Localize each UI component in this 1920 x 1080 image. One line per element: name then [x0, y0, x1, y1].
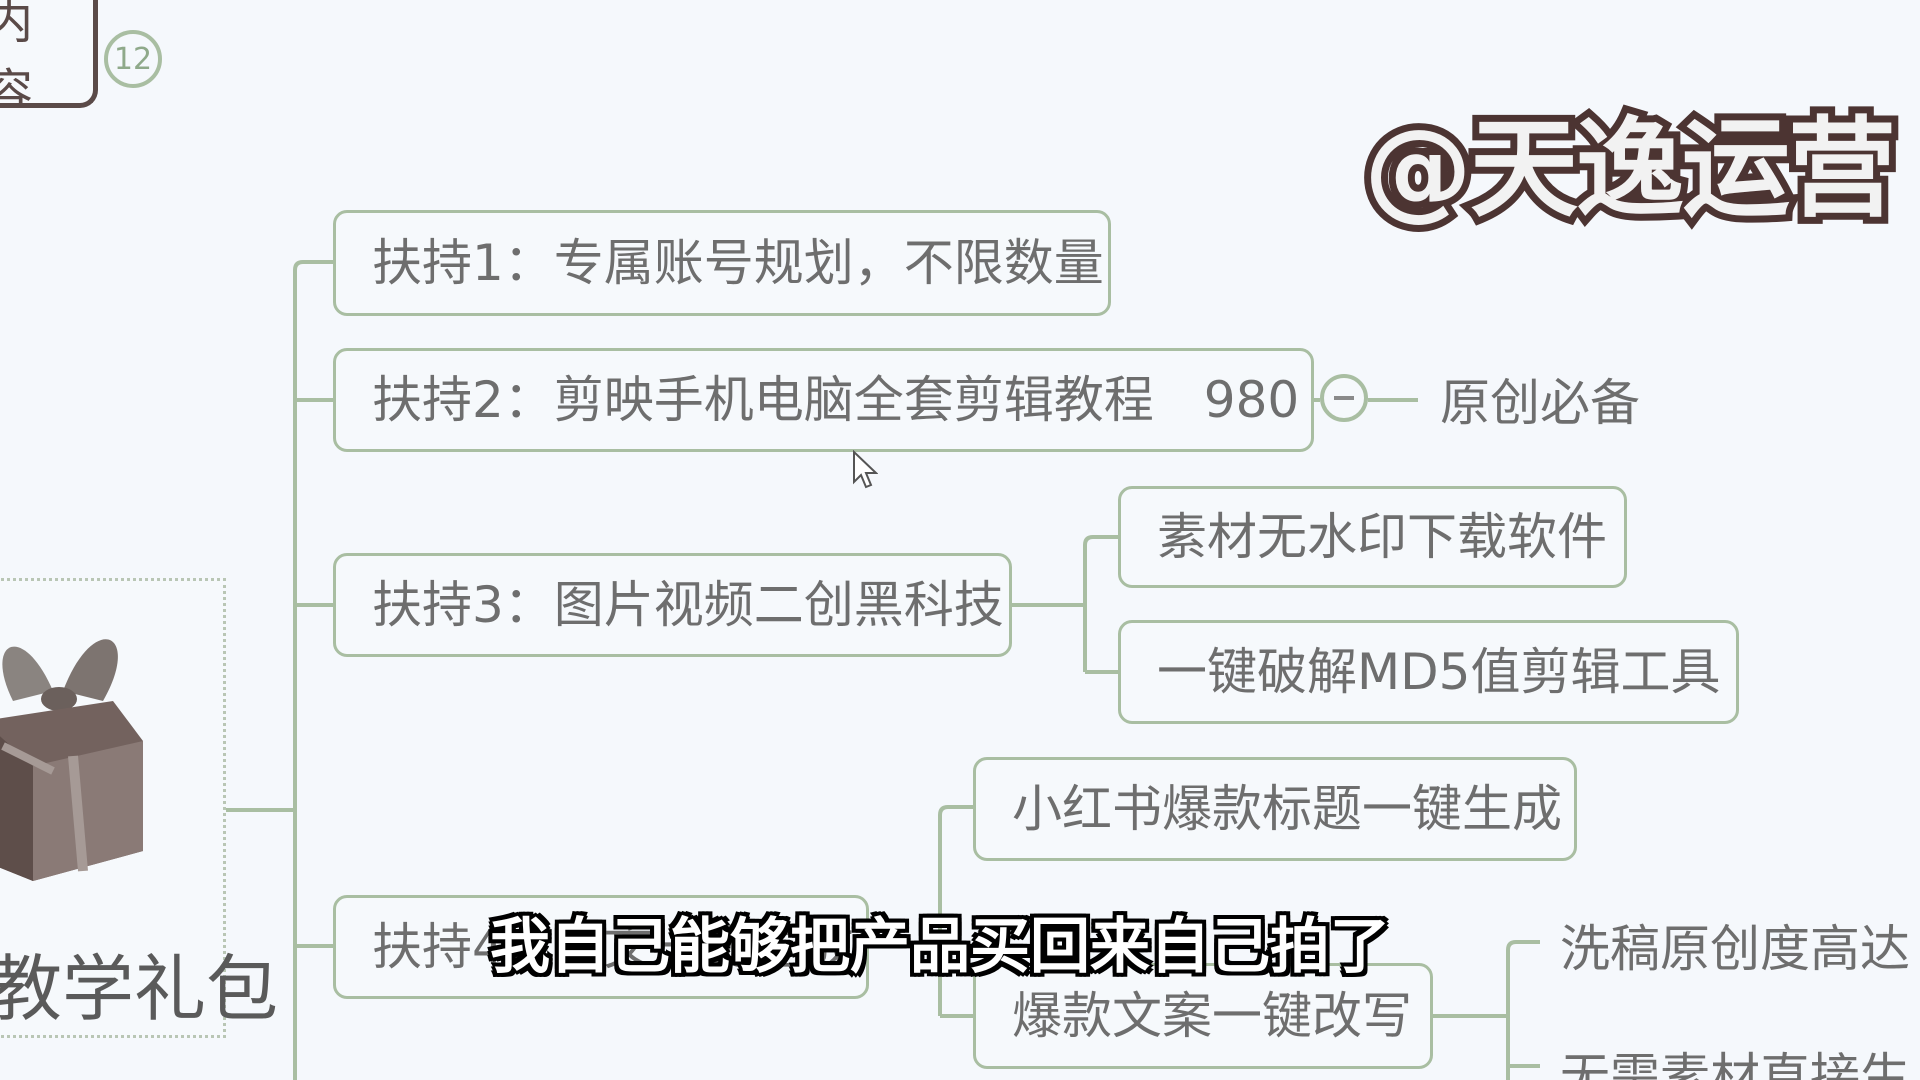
- branch-node-2[interactable]: 扶持2：剪映手机电脑全套剪辑教程 980: [333, 348, 1314, 452]
- top-tab-label: 内容: [0, 0, 65, 103]
- branch-node-1-label: 扶持1：专属账号规划，不限数量: [372, 234, 1104, 292]
- branch-4-child-2-label: 爆款文案一键改写: [1012, 987, 1412, 1045]
- count-badge: 12: [104, 30, 162, 88]
- branch-node-3[interactable]: 扶持3：图片视频二创黑科技: [333, 553, 1012, 657]
- root-node-title: 教学礼包: [0, 947, 279, 1031]
- branch-3-child-2-label: 一键破解MD5值剪辑工具: [1157, 643, 1721, 701]
- branch-node-4-label: 扶持4：图文一键生成: [372, 918, 854, 976]
- branch-node-1[interactable]: 扶持1：专属账号规划，不限数量: [333, 210, 1111, 316]
- branch-node-3-label: 扶持3：图片视频二创黑科技: [372, 576, 1004, 634]
- branch-4-child-1[interactable]: 小红书爆款标题一键生成: [973, 757, 1577, 861]
- branch-3-child-2[interactable]: 一键破解MD5值剪辑工具: [1118, 620, 1739, 724]
- video-subtitle: 我自己能够把产品买回来自己拍了: [490, 912, 1390, 982]
- collapse-toggle-button[interactable]: [1320, 374, 1368, 422]
- branch-3-child-1[interactable]: 素材无水印下载软件: [1118, 486, 1627, 588]
- branch-3-child-1-label: 素材无水印下载软件: [1157, 508, 1607, 566]
- root-node-gift[interactable]: [0, 578, 226, 1038]
- branch-node-4[interactable]: 扶持4：图文一键生成: [333, 895, 869, 999]
- branch-4-grandchild-1[interactable]: 洗稿原创度高达: [1560, 920, 1910, 978]
- branch-4-grandchild-2[interactable]: 无需素材直接生: [1560, 1048, 1910, 1080]
- top-tab[interactable]: 内容: [0, 0, 98, 108]
- watermark: @天逸运营: [1364, 107, 1896, 232]
- branch-4-child-1-label: 小红书爆款标题一键生成: [1012, 780, 1562, 838]
- gift-box-icon: [0, 639, 143, 881]
- branch-4-child-2[interactable]: 爆款文案一键改写: [973, 963, 1433, 1069]
- minus-icon: [1334, 396, 1354, 400]
- mouse-pointer-icon: [853, 450, 878, 489]
- watermark-outline: @天逸运营: [1357, 100, 1903, 239]
- branch-node-2-label: 扶持2：剪映手机电脑全套剪辑教程 980: [372, 371, 1300, 429]
- branch-2-note[interactable]: 原创必备: [1440, 374, 1640, 432]
